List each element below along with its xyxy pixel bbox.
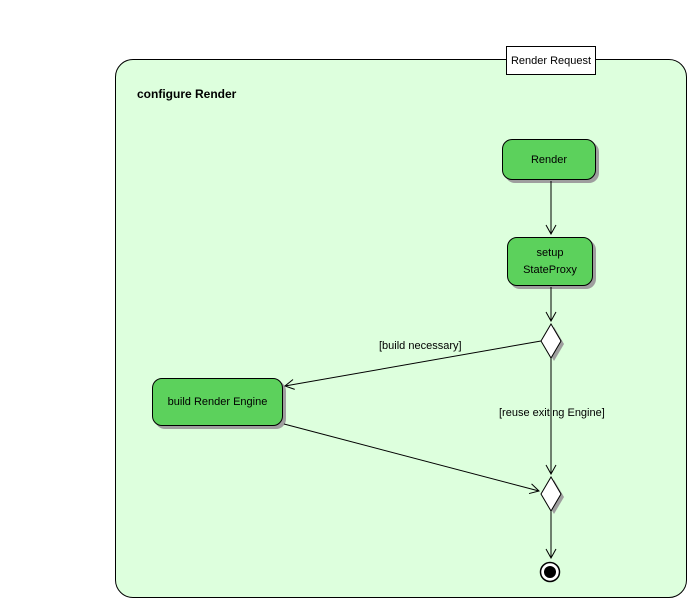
action-node-build-render-engine: build Render Engine [152, 378, 283, 426]
action-setup-label-line1: setup [536, 247, 564, 259]
partition-label: configure Render [137, 87, 237, 101]
activity-partition [115, 59, 687, 598]
action-build-label: build Render Engine [167, 396, 268, 408]
action-node-setup-stateproxy: setup StateProxy [507, 237, 593, 286]
action-setup-label-line2: StateProxy [523, 264, 577, 276]
frame-title-text: Render Request [510, 54, 592, 67]
action-node-render: Render [502, 139, 596, 180]
action-render-label: Render [530, 153, 568, 166]
edge-label-reuse-existing: [reuse exiting Engine] [499, 407, 605, 419]
frame-title-box: Render Request [506, 46, 596, 75]
edge-label-build-necessary: [build necessary] [379, 340, 462, 352]
